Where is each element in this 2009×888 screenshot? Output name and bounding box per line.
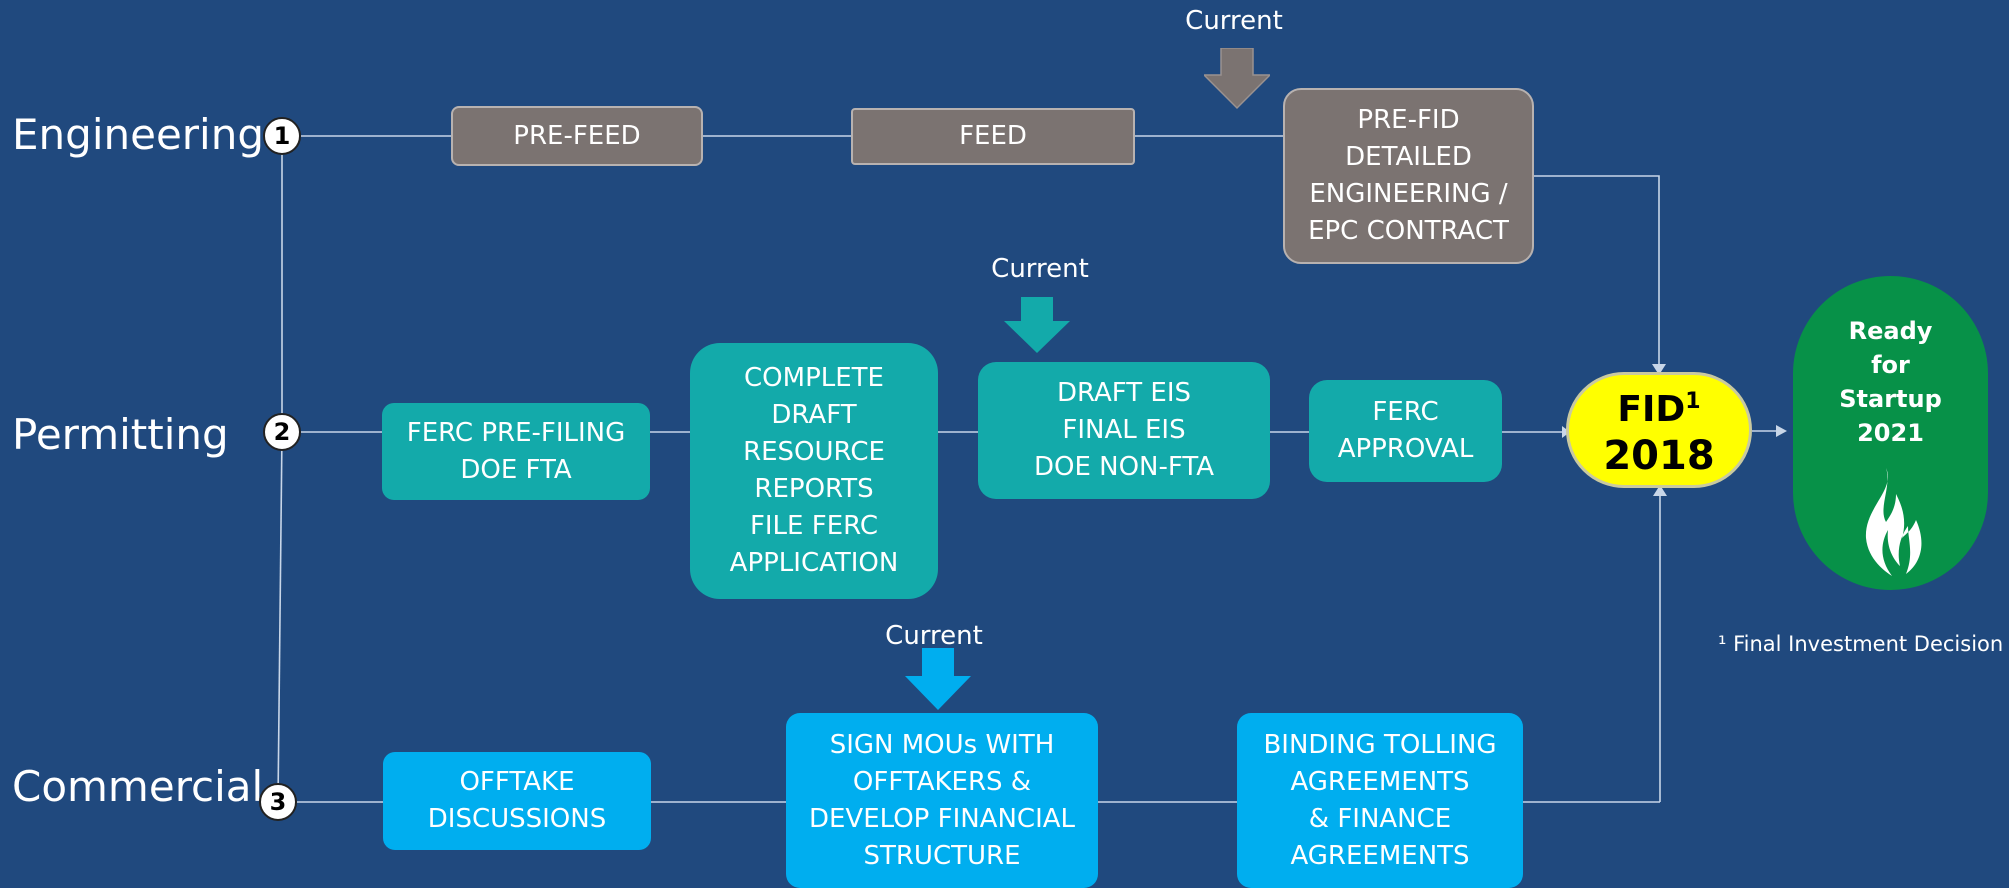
feed-box: FEED [851,108,1135,165]
fid-milestone: FID1 2018 [1566,372,1752,488]
track-number-2: 2 [263,413,301,451]
current-label-commercial: Current [885,621,983,651]
draft-eis-box: DRAFT EIS FINAL EIS DOE NON-FTA [978,362,1270,499]
current-arrow-commercial [905,648,971,710]
binding-tolling-box: BINDING TOLLING AGREEMENTS & FINANCE AGR… [1237,713,1523,888]
track-label-permitting: Permitting [12,410,229,459]
fid-footnote-marker: 1 [1685,389,1701,414]
offtake-discussions-box: OFFTAKE DISCUSSIONS [383,752,651,850]
footnote: ¹ Final Investment Decision [1718,632,2004,656]
track-number-3: 3 [259,783,297,821]
ferc-prefiling-box: FERC PRE-FILING DOE FTA [382,403,650,500]
track-number-1: 1 [263,117,301,155]
ferc-approval-box: FERC APPROVAL [1309,380,1502,482]
ready-for-startup-badge: Ready for Startup 2021 [1793,276,1988,590]
pre-feed-box: PRE-FEED [451,106,703,166]
current-arrow-permitting [1004,297,1070,353]
ready-line-3: Startup [1839,385,1942,413]
pre-fid-box: PRE-FID DETAILED ENGINEERING / EPC CONTR… [1283,88,1534,264]
current-arrow-engineering [1204,48,1270,110]
fid-year: 2018 [1603,433,1715,479]
sign-mous-box: SIGN MOUs WITH OFFTAKERS & DEVELOP FINAN… [786,713,1098,888]
current-label-permitting: Current [991,254,1089,284]
ready-line-2: for [1871,351,1910,379]
flame-icon [1865,468,1921,576]
ready-line-4: 2021 [1857,419,1924,447]
fid-label: FID [1617,389,1686,430]
ready-line-1: Ready [1848,317,1933,345]
track-label-commercial: Commercial [12,762,264,811]
track-label-engineering: Engineering [12,110,264,159]
current-label-engineering: Current [1185,6,1283,36]
complete-draft-box: COMPLETE DRAFT RESOURCE REPORTS FILE FER… [690,343,938,599]
